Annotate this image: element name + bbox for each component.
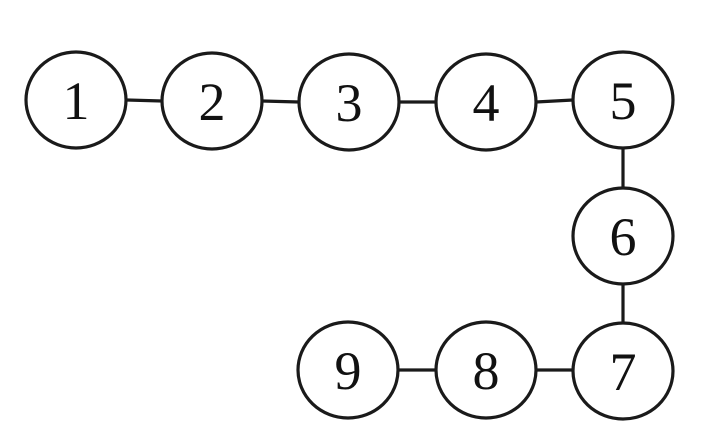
graph-edge-2-3 bbox=[261, 99, 300, 104]
node-label-6: 6 bbox=[610, 207, 637, 267]
node-circle-2 bbox=[160, 51, 264, 151]
graph-node-7[interactable]: 7 bbox=[571, 321, 675, 421]
node-circle-7 bbox=[571, 321, 675, 421]
node-circle-1 bbox=[24, 50, 128, 150]
node-label-8: 8 bbox=[473, 341, 500, 401]
graph-node-9[interactable]: 9 bbox=[296, 320, 400, 420]
node-label-7: 7 bbox=[610, 342, 637, 402]
graph-node-1[interactable]: 1 bbox=[24, 50, 128, 150]
node-circle-6 bbox=[571, 186, 675, 286]
nodes-layer: 1 2 3 4 5 6 7 8 9 bbox=[24, 50, 675, 421]
graph-node-8[interactable]: 8 bbox=[434, 320, 538, 420]
graph-node-3[interactable]: 3 bbox=[297, 52, 401, 152]
node-label-4: 4 bbox=[473, 73, 500, 133]
node-circle-3 bbox=[297, 52, 401, 152]
node-circle-5 bbox=[571, 50, 675, 150]
graph-edge-4-5 bbox=[535, 98, 574, 104]
graph-node-6[interactable]: 6 bbox=[571, 186, 675, 286]
edges-layer bbox=[125, 98, 625, 372]
graph-node-2[interactable]: 2 bbox=[160, 51, 264, 151]
node-circle-8 bbox=[434, 320, 538, 420]
node-circle-4 bbox=[434, 52, 538, 152]
node-label-2: 2 bbox=[199, 72, 226, 132]
node-label-5: 5 bbox=[610, 71, 637, 131]
graph-edge-1-2 bbox=[125, 98, 163, 103]
graph-node-5[interactable]: 5 bbox=[571, 50, 675, 150]
node-label-9: 9 bbox=[335, 341, 362, 401]
node-label-1: 1 bbox=[63, 71, 90, 131]
node-circle-9 bbox=[296, 320, 400, 420]
node-label-3: 3 bbox=[336, 73, 363, 133]
graph-node-4[interactable]: 4 bbox=[434, 52, 538, 152]
